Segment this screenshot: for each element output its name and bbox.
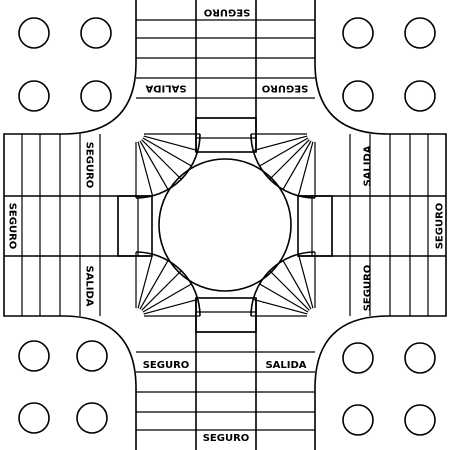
home-circle[interactable] xyxy=(18,340,50,372)
home-circle[interactable] xyxy=(404,404,436,436)
home-circle[interactable] xyxy=(18,17,50,49)
top-arm xyxy=(136,0,315,152)
home-circle[interactable] xyxy=(18,80,50,112)
center-approach-cells xyxy=(117,117,333,333)
cell-divider xyxy=(259,137,309,167)
label-left-lower-salida: SALIDA xyxy=(84,265,95,306)
home-bottom-right xyxy=(342,342,436,436)
label-top-right-seguro: SEGURO xyxy=(262,83,309,94)
cell-divider xyxy=(142,137,192,167)
home-circle[interactable] xyxy=(76,402,108,434)
fan-arc xyxy=(135,251,201,317)
cell-divider xyxy=(282,140,312,190)
cell-divider xyxy=(137,141,154,196)
center-circle xyxy=(158,158,292,292)
home-circle[interactable] xyxy=(342,404,374,436)
fan-arc xyxy=(250,133,316,199)
bottom-arm xyxy=(136,298,315,450)
fan-bottom-left xyxy=(135,251,201,317)
fan-top-right xyxy=(250,133,316,199)
fan-bottom-right xyxy=(250,251,316,317)
cell-divider xyxy=(143,135,198,152)
home-circle[interactable] xyxy=(404,17,436,49)
label-left-center-seguro: SEGURO xyxy=(7,203,18,250)
home-bottom-left xyxy=(18,340,108,434)
cell-divider xyxy=(282,260,312,310)
home-circle[interactable] xyxy=(76,340,108,372)
label-bottom-left-seguro: SEGURO xyxy=(143,360,190,371)
cell-divider xyxy=(139,260,169,310)
label-right-upper-salida: SALIDA xyxy=(363,145,374,186)
cell-divider xyxy=(142,283,192,313)
home-circle[interactable] xyxy=(80,80,112,112)
home-circle[interactable] xyxy=(342,17,374,49)
home-circle[interactable] xyxy=(342,80,374,112)
cell-divider xyxy=(259,283,309,313)
label-right-lower-seguro: SEGURO xyxy=(363,265,374,312)
cell-divider xyxy=(141,139,182,180)
home-circle[interactable] xyxy=(342,342,374,374)
home-circle[interactable] xyxy=(18,402,50,434)
cell-divider xyxy=(269,139,310,180)
home-top-right xyxy=(342,17,436,112)
label-right-center-seguro: SEGURO xyxy=(435,203,446,250)
cell-divider xyxy=(137,254,154,309)
fan-arc xyxy=(250,251,316,317)
label-left-upper-seguro: SEGURO xyxy=(84,142,95,189)
cell-divider xyxy=(253,298,308,315)
label-top-left-salida: SALIDA xyxy=(145,83,186,94)
home-circle[interactable] xyxy=(404,342,436,374)
cell-divider xyxy=(269,270,310,311)
home-circle[interactable] xyxy=(80,17,112,49)
cell-divider xyxy=(139,140,169,190)
label-bottom-right-salida: SALIDA xyxy=(265,360,306,371)
label-top-seguro: SEGURO xyxy=(204,7,251,18)
cell-divider xyxy=(297,254,314,309)
label-bottom-seguro: SEGURO xyxy=(203,433,250,444)
home-circle[interactable] xyxy=(404,80,436,112)
cell-divider xyxy=(253,135,308,152)
cell-divider xyxy=(143,298,198,315)
cell-divider xyxy=(141,270,182,311)
board-outline xyxy=(3,0,447,450)
fan-top-left xyxy=(135,133,201,199)
fan-arc xyxy=(135,133,201,199)
cell-divider xyxy=(297,141,314,196)
home-top-left xyxy=(18,17,112,112)
left-arm xyxy=(4,134,152,316)
